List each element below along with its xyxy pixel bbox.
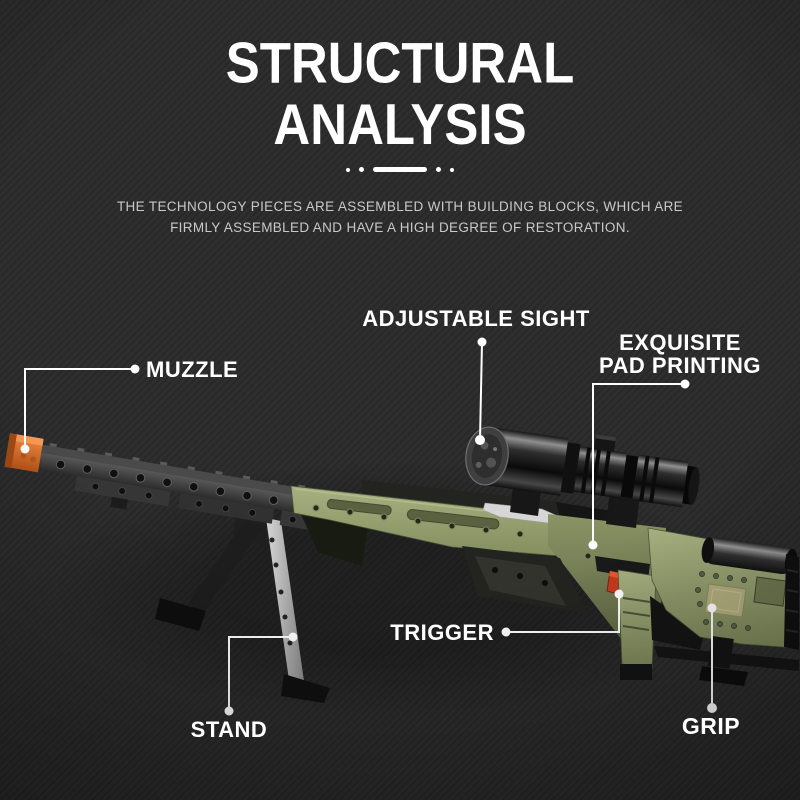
- callout-line-muzzle: [24, 368, 135, 449]
- subtitle-line-2: FIRMLY ASSEMBLED AND HAVE A HIGH DEGREE …: [170, 220, 630, 235]
- callout-label-muzzle: MUZZLE: [146, 357, 239, 382]
- page-title: STRUCTURAL ANALYSIS: [226, 32, 574, 155]
- pad-printing-line-2: PAD PRINTING: [598, 353, 762, 378]
- callout-label-adjustable-sight: ADJUSTABLE SIGHT: [362, 306, 590, 331]
- subtitle: THE TECHNOLOGY PIECES ARE ASSEMBLED WITH…: [0, 196, 800, 238]
- grip-part: [617, 569, 657, 680]
- callout-label-trigger: TRIGGER: [390, 620, 494, 645]
- subtitle-line-1: THE TECHNOLOGY PIECES ARE ASSEMBLED WITH…: [116, 199, 684, 214]
- divider-dot: [359, 167, 364, 172]
- callout-label-stand: STAND: [190, 717, 268, 742]
- title-line-2: ANALYSIS: [273, 92, 527, 157]
- divider-dot: [450, 167, 454, 172]
- callout-label-grip: GRIP: [681, 713, 741, 739]
- divider-bar: [373, 167, 427, 172]
- callout-line-adjustable-sight: [479, 341, 483, 441]
- divider-dot: [436, 167, 441, 172]
- divider-dot: [346, 167, 350, 172]
- title-line-1: STRUCTURAL: [225, 30, 575, 95]
- title-divider: [346, 167, 454, 172]
- butt-pad: [784, 554, 799, 650]
- callout-label-pad-printing: EXQUISITE PAD PRINTING: [599, 331, 761, 377]
- pad-printing-line-1: EXQUISITE: [619, 330, 741, 355]
